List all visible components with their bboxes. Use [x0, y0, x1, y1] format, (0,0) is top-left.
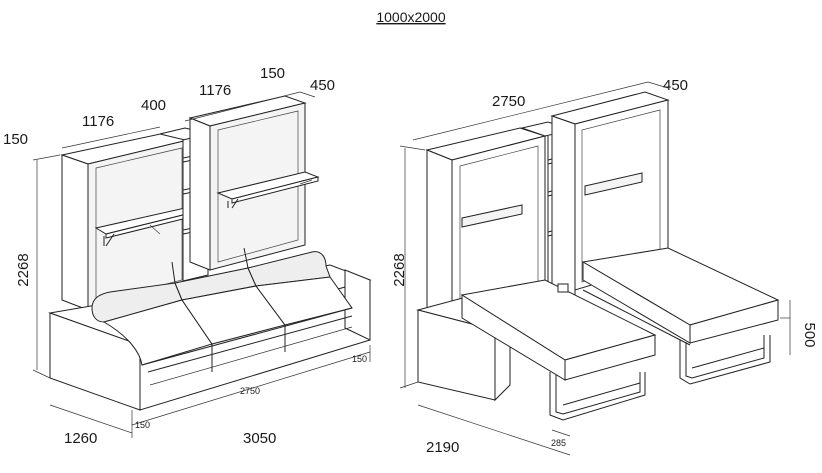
dim-1260: 1260: [64, 430, 97, 447]
right-cabinet-2: [550, 91, 670, 301]
dim-400: 400: [141, 97, 166, 114]
dim-2268-right: 2268: [391, 253, 408, 286]
latch: [557, 283, 569, 293]
right-dimension-lines: [399, 81, 791, 456]
dim-450-left: 450: [310, 77, 335, 94]
right-assembly: 2750 450 2268 500 2190 285: [391, 77, 818, 456]
dim-150-top: 150: [260, 65, 285, 82]
left-dimension-lines: [32, 91, 371, 438]
dim-150-left: 150: [3, 131, 28, 148]
right-cabinet-1: [425, 127, 547, 326]
dim-450-right: 450: [663, 77, 688, 94]
dim-2750-sofa: 2750: [240, 386, 260, 396]
dim-1176-b: 1176: [199, 82, 231, 99]
right-bed-1: [460, 279, 657, 421]
right-bed-2: [581, 247, 780, 385]
dim-150-arm-right: 150: [352, 354, 367, 364]
dim-2750-top: 2750: [492, 93, 525, 110]
left-cabinet-2: [188, 95, 320, 271]
left-assembly: 150 1176 400 1176 150 450 2268 2750 150 …: [3, 65, 372, 447]
dim-150-arm-left: 150: [135, 420, 150, 430]
dim-3050: 3050: [243, 430, 276, 447]
left-cabinet-1: [60, 132, 197, 311]
title: 1000x2000: [376, 9, 446, 25]
dim-2268-left: 2268: [15, 253, 32, 286]
dim-285: 285: [551, 438, 566, 448]
left-sofa: [48, 247, 372, 411]
dim-1176-a: 1176: [82, 113, 114, 130]
dim-500: 500: [801, 322, 818, 347]
dim-2190: 2190: [426, 439, 459, 456]
